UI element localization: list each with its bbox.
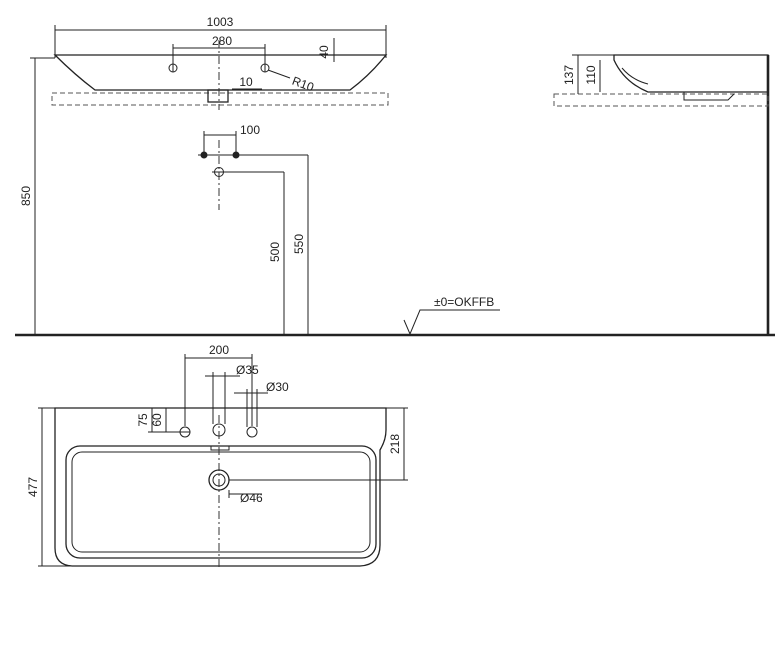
floor-reference-label: ±0=OKFFB <box>434 295 494 309</box>
dim-137-label: 137 <box>562 65 576 85</box>
plan-view: 200 Ø35 Ø30 75 60 477 218 Ø46 <box>26 343 408 568</box>
basin-plan-bowl <box>65 445 377 559</box>
dim-500-label: 500 <box>268 242 282 262</box>
tap-hole-right <box>260 63 270 73</box>
drain-outer <box>208 469 230 491</box>
countertop-side <box>553 93 769 107</box>
dim-850-label: 850 <box>19 186 33 206</box>
dim-o30-label: Ø30 <box>266 380 289 394</box>
tap-hole-left <box>168 63 178 73</box>
dim-550-label: 550 <box>292 234 306 254</box>
countertop-front <box>51 92 389 106</box>
basin-plan-bowl-inner <box>71 451 371 553</box>
dim-218-label: 218 <box>388 434 402 454</box>
overflow-slot <box>210 445 230 451</box>
basin-side-inner <box>621 67 649 85</box>
end-elevation: 137 110 <box>553 54 770 335</box>
dim-477-label: 477 <box>26 477 40 497</box>
dim-o46-label: Ø46 <box>240 491 263 505</box>
side-outlet-detail <box>683 92 735 101</box>
r10-leader <box>267 69 291 79</box>
dim-10-label: 10 <box>239 75 253 89</box>
dim-1003-label: 1003 <box>207 15 234 29</box>
dim-200-label: 200 <box>209 343 229 357</box>
waste-outlet-stub <box>207 89 229 103</box>
plan-tap-hole-right <box>246 426 258 438</box>
front-elevation: 1003 280 40 10 R10 850 100 <box>15 15 775 337</box>
dim-o35-label: Ø35 <box>236 363 259 377</box>
basin-plan-outline <box>54 407 387 567</box>
dim-40-label: 40 <box>317 45 331 59</box>
basin-front-profile <box>53 54 388 91</box>
dim-280-label: 280 <box>212 34 232 48</box>
dim-r10-label: R10 <box>290 74 316 95</box>
dim-100-label: 100 <box>240 123 260 137</box>
drain-inner <box>212 473 226 487</box>
dim-60-label: 60 <box>150 413 164 427</box>
dim-110-label: 110 <box>584 65 598 84</box>
dim-75-label: 75 <box>136 413 150 427</box>
basin-side-profile <box>613 54 769 93</box>
floor-reference-marker <box>403 309 500 336</box>
